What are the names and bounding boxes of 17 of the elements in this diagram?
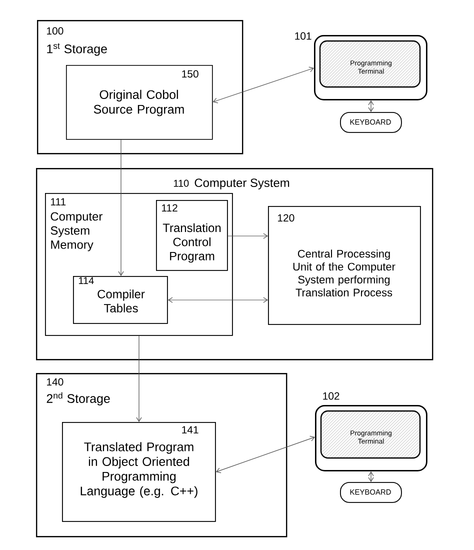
- arrow: [216, 436, 315, 474]
- reference-number: 101: [295, 32, 312, 40]
- arrow: [136, 336, 142, 422]
- table-box: 114 Compiler Tables: [73, 276, 168, 324]
- terminal-drawing: [314, 35, 428, 100]
- program-box: 150 Original Cobol Source Program: [66, 65, 213, 140]
- reference-number: 102: [323, 392, 340, 400]
- arrow: [168, 297, 268, 303]
- program-box: 141 Translated Program in Object Oriented Programming Language (e.g. C++): [62, 422, 216, 522]
- arrow: [212, 66, 314, 104]
- arrow: [228, 233, 268, 239]
- processor-box: 120 Central Processing Unit of the Computer System performing Translation Process: [268, 206, 421, 325]
- terminal-drawing: [315, 405, 428, 472]
- arrow: [118, 140, 124, 276]
- arrow: [368, 471, 374, 482]
- program-box: 112 Translation Control Program: [156, 200, 228, 271]
- arrow: [368, 100, 374, 112]
